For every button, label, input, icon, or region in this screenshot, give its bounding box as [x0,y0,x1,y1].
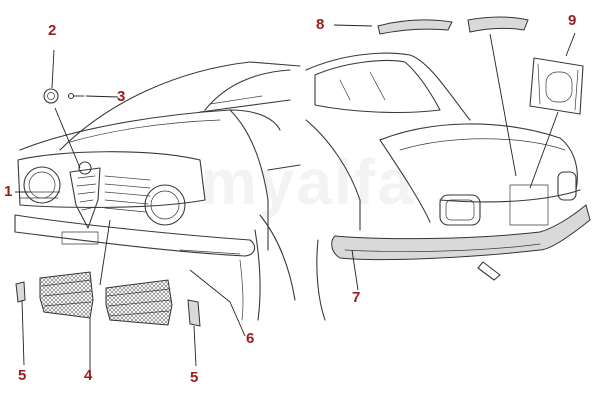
rear-view [305,52,591,321]
callout-6: 6 [246,330,255,347]
callout-9: 9 [568,12,577,29]
callout-2: 2 [48,22,57,39]
callout-5-right: 5 [190,369,199,386]
rear-parts [377,16,584,115]
callout-4: 4 [84,367,93,384]
callout-1: 1 [4,183,13,200]
callout-3: 3 [117,88,126,105]
callout-7: 7 [352,289,361,306]
grille-parts [15,271,201,327]
callout-5-left: 5 [18,367,27,384]
watermark: myalfa [200,145,415,219]
leader-lines [15,24,576,370]
front-view [14,61,301,321]
callout-8: 8 [316,16,325,33]
